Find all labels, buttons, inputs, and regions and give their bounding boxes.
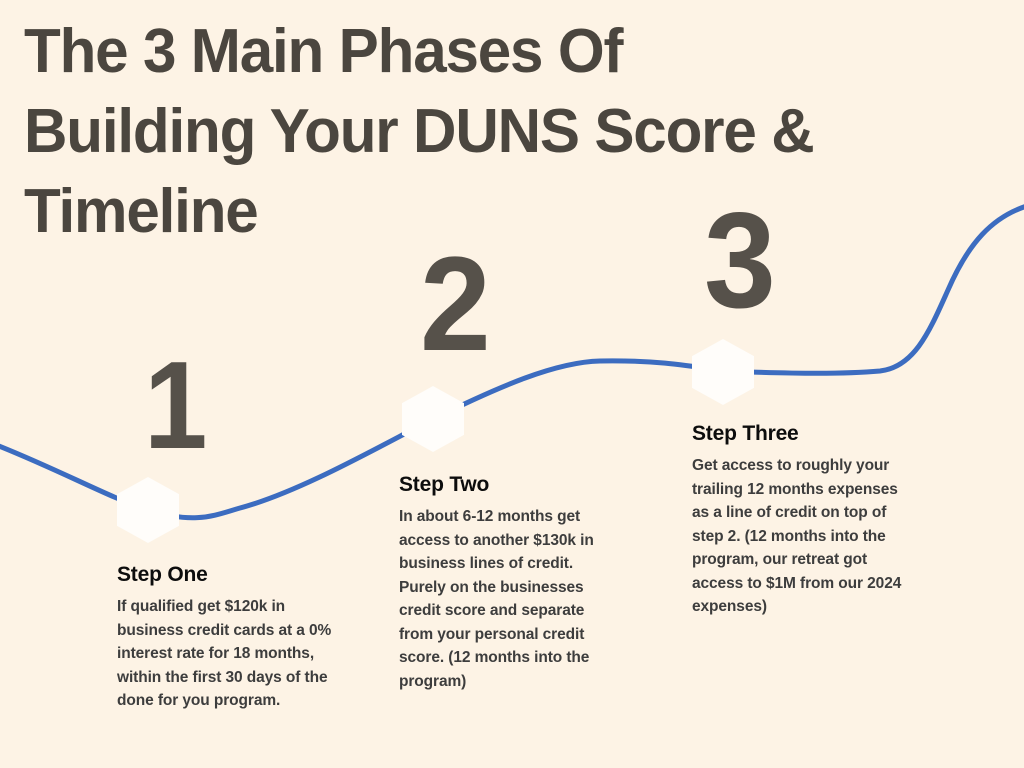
- step-number-2: 2: [420, 230, 491, 379]
- step-block-2: Step Two In about 6-12 months get access…: [399, 472, 621, 693]
- step-number-1: 1: [144, 337, 208, 475]
- step-heading-2: Step Two: [399, 473, 490, 496]
- step-body-2: In about 6-12 months get access to anoth…: [399, 508, 594, 690]
- step-heading-3: Step Three: [692, 422, 799, 445]
- page-title: The 3 Main Phases Of Building Your DUNS …: [24, 17, 815, 246]
- step-heading-1: Step One: [117, 563, 208, 586]
- step-block-1: Step One If qualified get $120k in busin…: [117, 562, 339, 713]
- step-number-3: 3: [704, 184, 776, 336]
- step-body-3: Get access to roughly your trailing 12 m…: [692, 457, 902, 615]
- timeline-path: [0, 204, 1024, 521]
- step-block-3: Step Three Get access to roughly your tr…: [692, 421, 910, 619]
- step-body-1: If qualified get $120k in business credi…: [117, 598, 332, 709]
